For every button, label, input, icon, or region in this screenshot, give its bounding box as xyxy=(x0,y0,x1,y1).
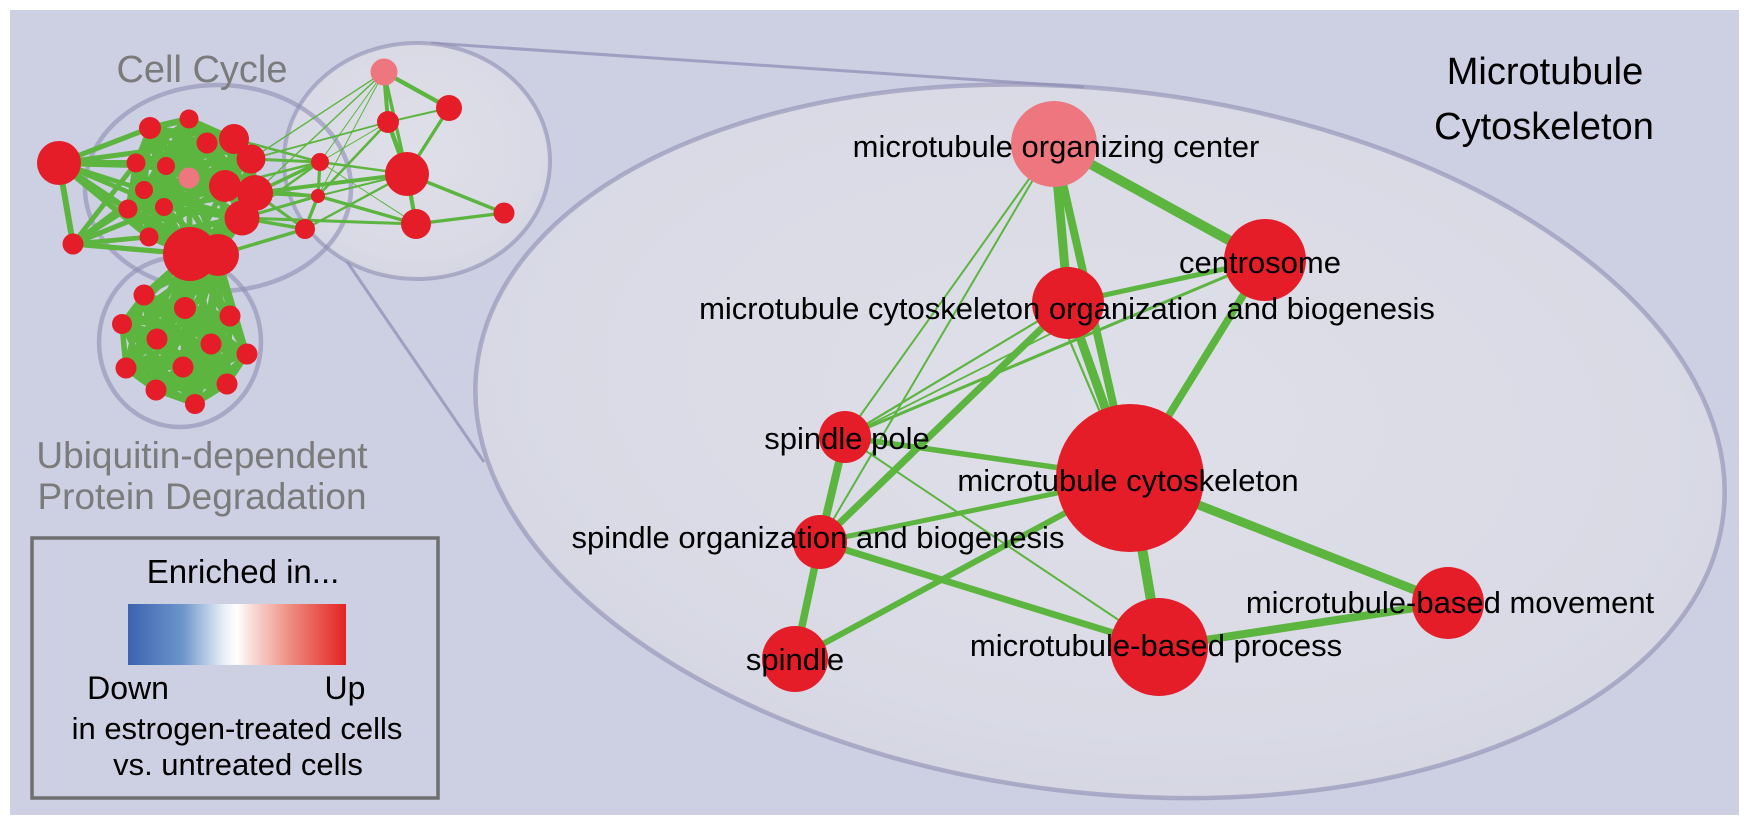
svg-text:vs. untreated cells: vs. untreated cells xyxy=(113,747,363,782)
svg-text:Protein Degradation: Protein Degradation xyxy=(37,476,366,517)
svg-text:Cell Cycle: Cell Cycle xyxy=(116,49,287,91)
svg-text:Enriched in...: Enriched in... xyxy=(147,553,340,590)
svg-text:Ubiquitin-dependent: Ubiquitin-dependent xyxy=(36,435,368,476)
svg-text:microtubule cytoskeleton organ: microtubule cytoskeleton organization an… xyxy=(699,291,1435,326)
svg-text:microtubule cytoskeleton: microtubule cytoskeleton xyxy=(957,463,1298,498)
svg-text:Up: Up xyxy=(325,670,366,706)
svg-text:centrosome: centrosome xyxy=(1179,245,1341,280)
svg-text:Cytoskeleton: Cytoskeleton xyxy=(1434,106,1654,148)
svg-text:microtubule-based process: microtubule-based process xyxy=(970,628,1342,663)
svg-text:microtubule organizing center: microtubule organizing center xyxy=(853,129,1260,164)
svg-text:spindle organization and bioge: spindle organization and biogenesis xyxy=(572,520,1065,555)
svg-text:microtubule-based movement: microtubule-based movement xyxy=(1246,585,1655,620)
svg-text:Down: Down xyxy=(87,670,169,706)
svg-text:Microtubule: Microtubule xyxy=(1447,51,1643,93)
svg-text:spindle: spindle xyxy=(746,642,844,677)
svg-text:in estrogen-treated cells: in estrogen-treated cells xyxy=(72,711,403,746)
svg-text:spindle pole: spindle pole xyxy=(764,421,929,456)
